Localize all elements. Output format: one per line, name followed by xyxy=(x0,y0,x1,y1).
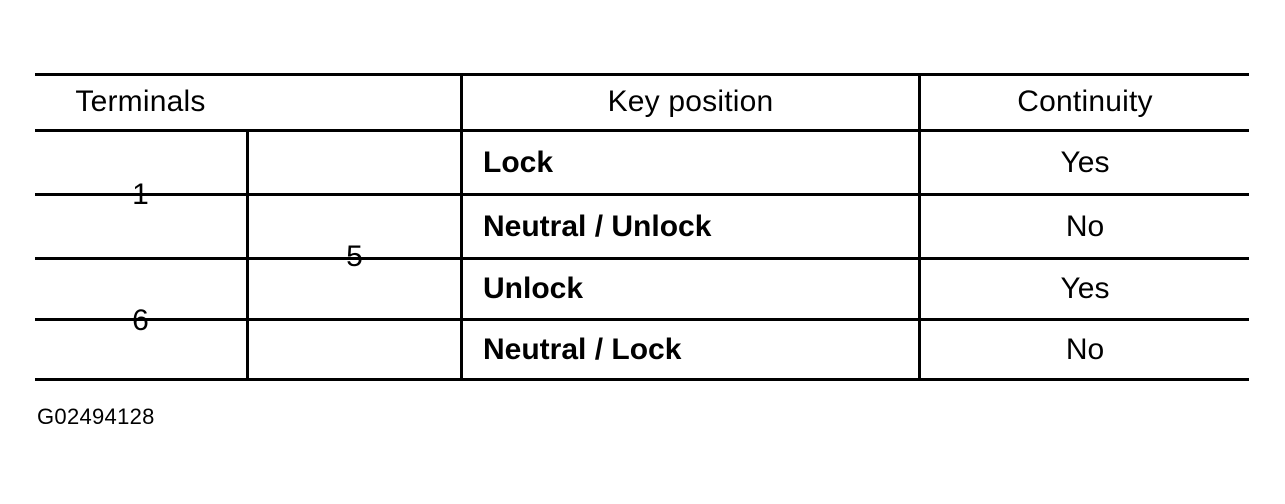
key-position-cell-row-2: Neutral / Unlock xyxy=(483,210,712,243)
table-top-border xyxy=(35,73,1249,76)
row-divider-1 xyxy=(35,193,1249,196)
continuity-cell-row-4: No xyxy=(1065,333,1105,366)
column-header-terminals: Terminals xyxy=(75,85,206,118)
figure-caption: G02494128 xyxy=(37,404,155,429)
row-divider-2 xyxy=(35,257,1249,260)
continuity-cell-row-3: Yes xyxy=(1060,272,1110,305)
continuity-spec-table: Terminals Key position Continuity 1 6 5 … xyxy=(35,73,1249,381)
terminal-cell-5: 5 xyxy=(346,240,363,273)
key-position-cell-row-3: Unlock xyxy=(483,272,584,305)
keyposition-continuity-divider xyxy=(918,73,921,381)
table-bottom-border xyxy=(35,378,1249,381)
key-position-cell-row-1: Lock xyxy=(483,146,554,179)
continuity-cell-row-1: Yes xyxy=(1060,146,1110,179)
row-divider-3 xyxy=(35,318,1249,321)
terminals-keyposition-divider xyxy=(460,73,463,381)
column-header-continuity: Continuity xyxy=(1017,85,1153,118)
terminal-cell-6: 6 xyxy=(132,304,149,337)
header-bottom-border xyxy=(35,129,1249,132)
terminals-subcolumn-divider xyxy=(246,129,249,381)
key-position-cell-row-4: Neutral / Lock xyxy=(483,333,682,366)
column-header-key-position: Key position xyxy=(607,85,774,118)
terminal-group-divider xyxy=(35,257,248,260)
terminal-cell-1: 1 xyxy=(132,178,149,211)
continuity-cell-row-2: No xyxy=(1065,210,1105,243)
